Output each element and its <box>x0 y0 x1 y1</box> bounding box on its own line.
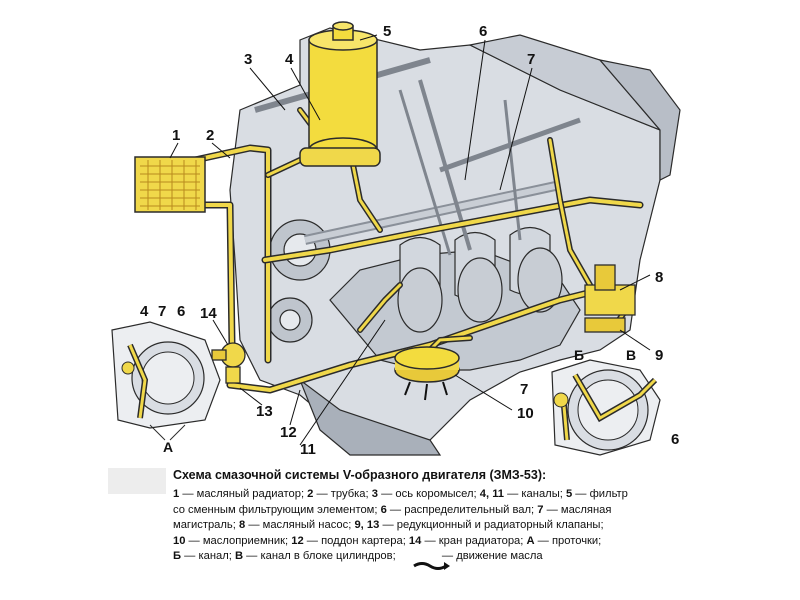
diagram-caption: Схема смазочной системы V-образного двиг… <box>173 468 693 565</box>
caption-segment: В <box>234 550 244 563</box>
caption-segment: — трубка; <box>313 488 372 500</box>
callout-11: 11 <box>300 441 316 458</box>
caption-segment: А <box>526 534 535 547</box>
caption-segment: 12 <box>291 534 304 547</box>
right-inset-label-v: В <box>626 347 636 363</box>
caption-segment: — поддон картера; <box>303 534 409 547</box>
callout-3: 3 <box>244 51 252 68</box>
caption-segment: — канал; <box>181 550 235 563</box>
callout-1: 1 <box>172 127 180 144</box>
oil-intake <box>394 346 460 401</box>
caption-segment: 9, 13 <box>354 519 380 532</box>
left-inset-label-6: 6 <box>177 303 185 320</box>
callouts: 1 2 3 4 5 6 7 8 9 10 11 12 13 14 4 7 6 А… <box>140 23 679 458</box>
caption-segment: — фильтр <box>572 488 628 500</box>
caption-segment: 10 <box>173 534 186 547</box>
callout-5: 5 <box>383 23 391 40</box>
caption-segment: 1 <box>173 488 180 500</box>
right-inset-label-6: 6 <box>671 431 679 448</box>
callout-6: 6 <box>479 23 487 40</box>
caption-segment: 7 <box>537 503 544 516</box>
caption-swatch <box>108 468 166 494</box>
caption-segment: — масляный радиатор; <box>179 488 308 500</box>
callout-7: 7 <box>527 51 535 68</box>
caption-segment: — редукционный и радиаторный клапаны; <box>379 519 604 532</box>
caption-segment: 5 <box>565 488 573 500</box>
caption-segment: 2 <box>307 488 314 500</box>
left-inset-label-7: 7 <box>158 303 166 320</box>
caption-segment: — движение масла <box>438 550 543 563</box>
callout-8: 8 <box>655 269 663 286</box>
leader-lines <box>169 34 651 446</box>
oil-filter <box>299 21 381 167</box>
caption-segment: 4, 11 <box>479 488 505 500</box>
callout-2: 2 <box>206 127 214 144</box>
right-inset-label-7: 7 <box>520 381 528 398</box>
caption-segment: — кран радиатора; <box>421 534 527 547</box>
caption-segment: магистраль; <box>173 519 239 532</box>
caption-segment: со сменным фильтрующим элементом; <box>173 503 381 516</box>
caption-segment: — маслоприемник; <box>185 534 292 547</box>
caption-line: 1 — масляный радиатор; 2 — трубка; 3 — о… <box>173 487 693 503</box>
left-inset-label-a: А <box>163 439 173 455</box>
caption-segment: — канал в блоке цилиндров; <box>243 550 399 563</box>
oil-radiator <box>134 156 206 213</box>
caption-segment: — проточки; <box>534 534 602 547</box>
oil-flow-arrow-icon <box>413 562 450 570</box>
caption-segment: — масляный насос; <box>245 519 355 532</box>
oil-lines <box>191 107 644 394</box>
oil-pump <box>584 264 636 333</box>
right-inset-section <box>551 359 661 456</box>
caption-segment: 8 <box>238 519 246 532</box>
right-inset-label-b: Б <box>574 347 584 363</box>
callout-10: 10 <box>517 405 534 422</box>
caption-body: 1 — масляный радиатор; 2 — трубка; 3 — о… <box>173 487 693 565</box>
caption-segment: 6 <box>380 503 387 516</box>
left-inset-section <box>111 321 221 441</box>
callout-14: 14 <box>200 305 217 322</box>
caption-segment: — масляная <box>543 503 612 516</box>
caption-segment: — ось коромысел; <box>377 488 480 500</box>
caption-segment: 14 <box>408 534 422 547</box>
caption-line: 10 — маслоприемник; 12 — поддон картера;… <box>173 534 693 550</box>
caption-title: Схема смазочной системы V-образного двиг… <box>173 468 547 482</box>
left-inset-label-4: 4 <box>140 303 149 320</box>
caption-segment: — каналы; <box>504 488 566 500</box>
callout-13: 13 <box>256 403 273 420</box>
caption-segment: Б <box>173 550 182 563</box>
callout-9: 9 <box>655 347 663 364</box>
caption-line: магистраль; 8 — масляный насос; 9, 13 — … <box>173 518 693 534</box>
caption-segment: — распределительный вал; <box>386 503 538 516</box>
callout-12: 12 <box>280 424 297 441</box>
caption-segment: 3 <box>371 488 378 500</box>
callout-4: 4 <box>285 51 294 68</box>
engine-block <box>229 27 681 456</box>
caption-line: Б — канал; В — канал в блоке цилиндров; … <box>173 549 693 565</box>
caption-line: со сменным фильтрующим элементом; 6 — ра… <box>173 503 693 519</box>
radiator-tap <box>211 342 246 384</box>
